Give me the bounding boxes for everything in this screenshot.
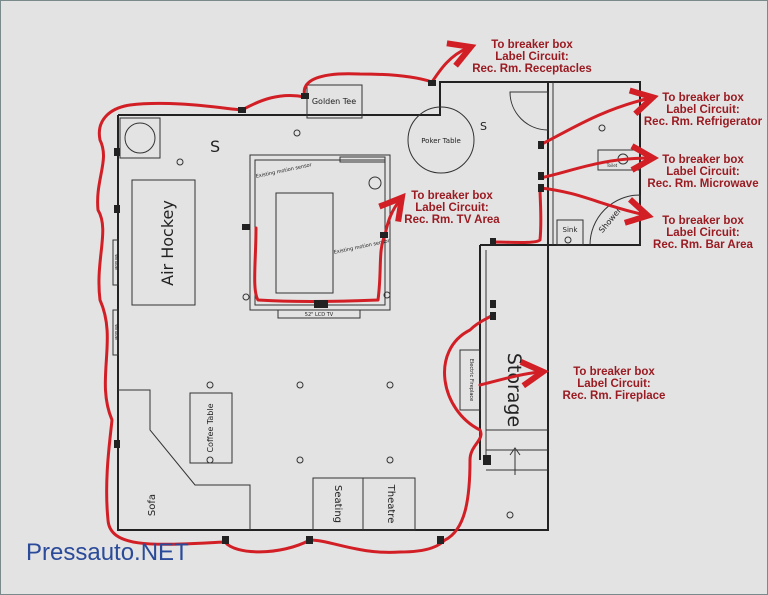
annotation-fireplace: To breaker box Label Circuit: Rec. Rm. F…	[563, 366, 666, 402]
golden-tee-label: Golden Tee	[312, 97, 356, 106]
svg-text:To breaker box: To breaker box	[573, 366, 655, 378]
fireplace-label: Electric Fireplace	[468, 359, 474, 402]
svg-text:Label Circuit:: Label Circuit:	[666, 104, 739, 116]
shower-label: Shower	[597, 206, 624, 235]
svg-text:To breaker box: To breaker box	[491, 39, 573, 51]
svg-text:To breaker box: To breaker box	[662, 215, 744, 227]
annotation-microwave: To breaker box Label Circuit: Rec. Rm. M…	[647, 154, 758, 190]
window-label: Window	[114, 324, 119, 341]
watermark-logo: Pressauto.NET	[26, 539, 189, 566]
svg-text:Rec. Rm. Microwave: Rec. Rm. Microwave	[647, 178, 758, 190]
tv-label: 52" LCD TV	[305, 312, 334, 318]
room-labels: Air Hockey Golden Tee Poker Table Coffee…	[114, 97, 624, 523]
svg-text:Label Circuit:: Label Circuit:	[666, 166, 739, 178]
svg-text:Rec. Rm. Bar Area: Rec. Rm. Bar Area	[653, 239, 754, 251]
poker-table-label: Poker Table	[421, 137, 461, 145]
svg-text:Label Circuit:: Label Circuit:	[495, 51, 568, 63]
annotation-receptacles: To breaker box Label Circuit: Rec. Rm. R…	[472, 39, 592, 75]
svg-text:Rec. Rm. Refrigerator: Rec. Rm. Refrigerator	[644, 116, 763, 128]
annotation-refrigerator: To breaker box Label Circuit: Rec. Rm. R…	[644, 92, 763, 128]
svg-text:Label Circuit:: Label Circuit:	[666, 227, 739, 239]
svg-text:Label Circuit:: Label Circuit:	[577, 378, 650, 390]
theatre-label: Theatre	[385, 484, 396, 524]
svg-text:Rec. Rm. TV Area: Rec. Rm. TV Area	[404, 214, 500, 226]
svg-text:To breaker box: To breaker box	[411, 190, 493, 202]
svg-text:To breaker box: To breaker box	[662, 154, 744, 166]
annotation-bar-area: To breaker box Label Circuit: Rec. Rm. B…	[653, 215, 754, 251]
svg-text:Rec. Rm. Receptacles: Rec. Rm. Receptacles	[472, 63, 592, 75]
outlets	[114, 80, 544, 544]
window-label: Window	[114, 254, 119, 271]
wiring	[96, 48, 650, 554]
sign-s: S	[480, 120, 487, 133]
coffee-table-label: Coffee Table	[206, 403, 215, 452]
storage-label: Storage	[503, 353, 525, 427]
air-hockey-label: Air Hockey	[158, 200, 177, 286]
existing-sensor-label: Existing motion sensor	[255, 162, 313, 180]
seating-label: Seating	[332, 485, 343, 523]
sofa-label: Sofa	[147, 494, 158, 516]
svg-text:Rec. Rm. Fireplace: Rec. Rm. Fireplace	[563, 390, 666, 402]
sign-s: S	[210, 137, 220, 156]
sink-label: Sink	[563, 226, 579, 234]
toilet-label: Toilet	[606, 163, 618, 168]
annotation-tv-area: To breaker box Label Circuit: Rec. Rm. T…	[404, 190, 500, 226]
svg-text:Label Circuit:: Label Circuit:	[415, 202, 488, 214]
svg-text:To breaker box: To breaker box	[662, 92, 744, 104]
walls: S S	[112, 81, 641, 531]
